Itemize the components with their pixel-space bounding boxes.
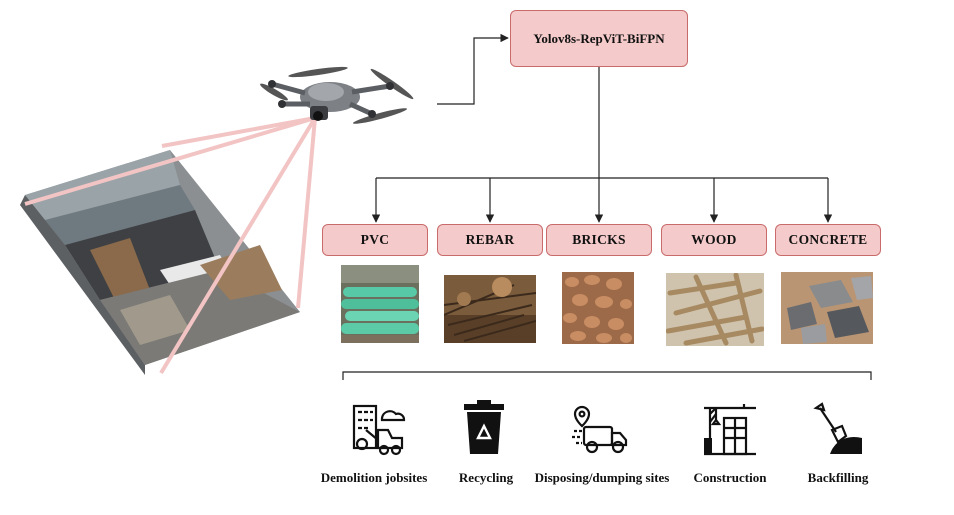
camera-beam xyxy=(296,117,317,309)
demolition-site-icon xyxy=(352,404,406,456)
dump-truck-icon xyxy=(572,405,628,454)
category-wood: WOOD xyxy=(661,224,767,256)
application-recycling: Recycling xyxy=(458,470,514,485)
shovel-soil-icon xyxy=(813,402,862,454)
camera-beam xyxy=(24,116,316,206)
category-bricks: BRICKS xyxy=(546,224,652,256)
category-rebar: REBAR xyxy=(437,224,543,256)
construction-crane-icon xyxy=(704,404,756,456)
application-bracket xyxy=(342,371,872,380)
category-concrete: CONCRETE xyxy=(775,224,881,256)
camera-beam xyxy=(159,116,317,375)
pvc-photo xyxy=(341,265,419,343)
application-disposing-dumping-sites: Disposing/dumping sites xyxy=(534,470,670,485)
bricks-photo xyxy=(562,272,634,344)
drone-to-model-arrow xyxy=(437,33,509,105)
application-backfilling: Backfilling xyxy=(807,470,869,485)
wood-photo xyxy=(666,273,764,346)
recycling-bin-icon xyxy=(464,400,504,454)
camera-beam xyxy=(161,116,316,148)
drone-icon xyxy=(260,66,414,124)
application-demolition-jobsites: Demolition jobsites xyxy=(320,470,428,485)
application-construction: Construction xyxy=(693,470,767,485)
site-photo xyxy=(20,150,300,375)
category-pvc: PVC xyxy=(322,224,428,256)
rebar-photo xyxy=(444,275,536,343)
concrete-photo xyxy=(781,272,873,344)
model-box: Yolov8s-RepViT-BiFPN xyxy=(510,10,688,67)
